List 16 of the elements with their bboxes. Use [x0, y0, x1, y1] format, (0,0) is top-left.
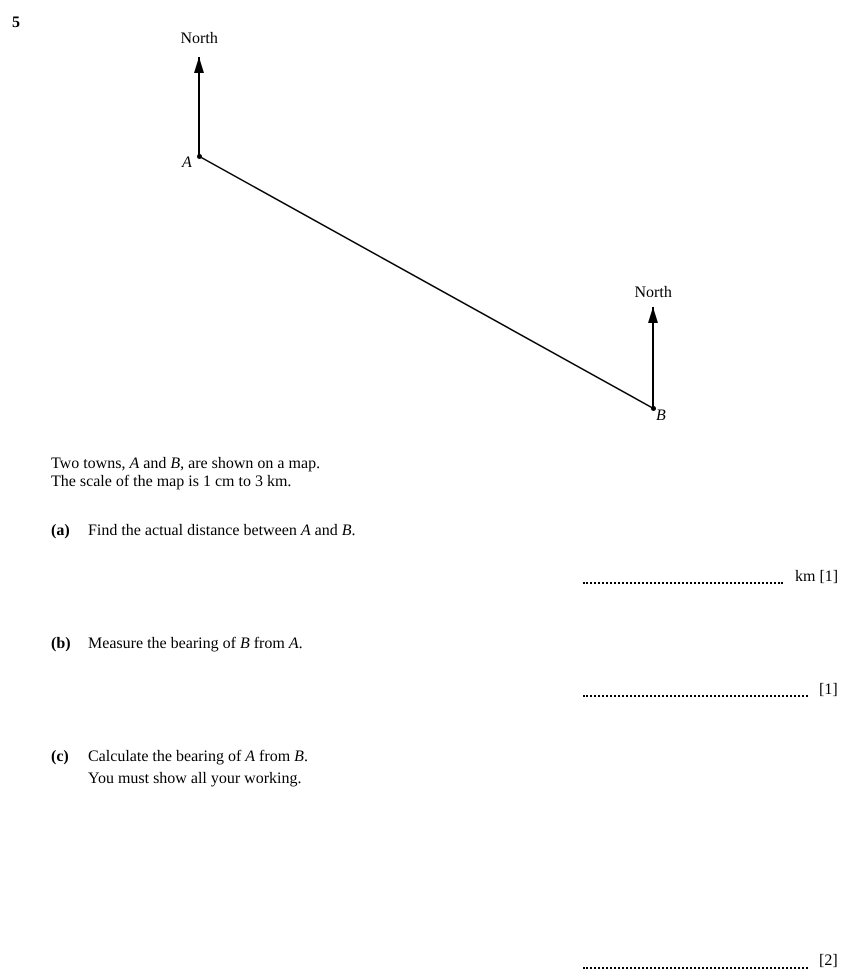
line-segment — [199, 156, 654, 410]
part-label: (a) — [51, 522, 70, 540]
question-text: Two towns, A and B, are shown on a map. — [51, 455, 320, 473]
mark-allocation: [1] — [819, 681, 838, 699]
direction-label: North — [180, 30, 218, 48]
part-label: (c) — [51, 748, 69, 766]
question-text: You must show all your working. — [88, 770, 302, 788]
mark-allocation: [2] — [819, 952, 838, 970]
direction-label: North — [634, 284, 672, 302]
question-text: Measure the bearing of B from A. — [88, 635, 303, 653]
question-text: Find the actual distance between A and B. — [88, 522, 356, 540]
question-number: 5 — [12, 14, 20, 32]
question-text: The scale of the map is 1 cm to 3 km. — [51, 473, 292, 491]
part-label: (b) — [51, 635, 71, 653]
answer-unit: km [1] — [795, 568, 838, 586]
question-text: Calculate the bearing of A from B. — [88, 748, 308, 766]
